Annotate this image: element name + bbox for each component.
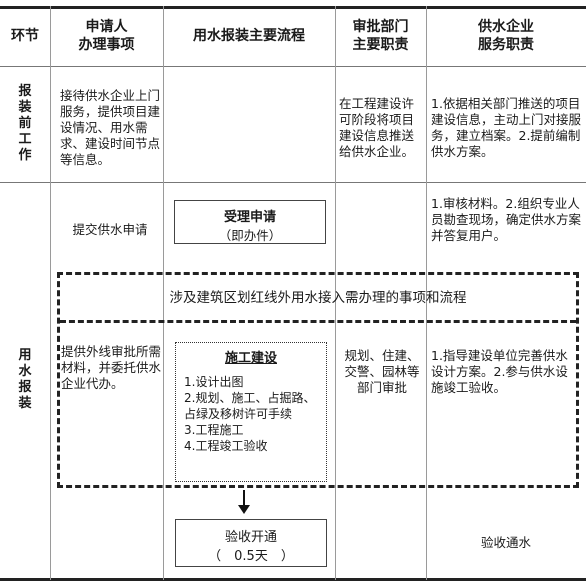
header-approval-line2: 主要职责 (352, 37, 409, 53)
stage-pre-char: 作 (18, 148, 32, 163)
red-line-frame (57, 272, 579, 488)
final-acceptance-box: 验收开通 （ 0.5天 ） (175, 519, 327, 567)
red-line-title: 涉及建筑区划红线外用水接入需办理的事项和流程 (169, 290, 467, 306)
red-line-title-divider (60, 320, 576, 323)
col-divider-3 (335, 6, 336, 580)
final-subtitle: （ 0.5天 ） (208, 549, 294, 564)
header-supplier-line1: 供水企业 (478, 19, 534, 35)
construction-box: 施工建设 1.设计出图 2.规划、施工、占掘路、占绿及移树许可手续 3.工程施工… (175, 342, 327, 482)
applicant-submit-text: 提交供水申请 (72, 222, 148, 237)
header-applicant-line1: 申请人 (85, 19, 128, 35)
accept-title: 受理申请 (223, 210, 276, 225)
applicant-outside-text: 提供外线审批所需材料，并委托供水企业代办。 (61, 344, 162, 391)
bottom-border (0, 578, 586, 581)
supplier-final-text: 验收通水 (480, 535, 531, 550)
top-border (0, 6, 586, 9)
construction-title: 施工建设 (224, 351, 277, 366)
header-stage: 环节 (11, 28, 39, 44)
header-approval-line1: 审批部门 (352, 19, 409, 35)
header-supplier: 供水企业服务职责 (426, 8, 586, 64)
pre-approval-text: 在工程建设许可阶段将项目建设信息推送给供水企业。 (339, 96, 415, 159)
stage-pre-char: 工 (18, 132, 32, 147)
header-applicant: 申请人办理事项 (50, 8, 163, 64)
header-flow: 用水报装主要流程 (193, 28, 305, 44)
supplier-review-text: 1.审核材料。2.组织专业人员勘查现场，确定供水方案并答复用户。 (431, 196, 582, 243)
section-divider (0, 182, 586, 183)
header-divider (0, 66, 586, 67)
stage-install: 用 水 报 装 (0, 182, 50, 578)
stage-install-char: 报 (18, 380, 32, 395)
stage-pre-char: 前 (18, 116, 32, 131)
col-divider-1 (50, 6, 51, 580)
down-arrow-icon (238, 490, 250, 514)
construction-items: 1.设计出图 2.规划、施工、占掘路、占绿及移树许可手续 3.工程施工 4.工程… (184, 375, 316, 453)
stage-install-char: 装 (18, 396, 32, 411)
stage-install-char: 用 (18, 348, 32, 363)
supplier-outside-text: 1.指导建设单位完善供水设计方案。2.参与供水设施竣工验收。 (431, 348, 568, 395)
accept-subtitle: （即办件） (218, 228, 282, 243)
header-supplier-line2: 服务职责 (478, 37, 534, 53)
stage-pre-char: 装 (18, 100, 32, 115)
accept-application-box: 受理申请 （即办件） (174, 200, 326, 244)
stage-pre-install: 报 装 前 工 作 (0, 66, 50, 182)
pre-applicant-text: 接待供水企业上门服务，提供项目建设情况、用水需求、建设时间节点等信息。 (60, 88, 161, 167)
approval-outside-text: 规划、住建、交警、园林等部门审批 (344, 348, 420, 395)
final-title: 验收开通 (224, 530, 277, 545)
header-applicant-line2: 办理事项 (78, 37, 135, 53)
col-divider-2 (163, 6, 164, 580)
stage-pre-char: 报 (18, 84, 32, 99)
header-approval: 审批部门主要职责 (335, 8, 426, 64)
col-divider-4 (426, 6, 427, 580)
pre-supplier-text: 1.依据相关部门推送的项目建设信息，主动上门对接服务，建立档案。2.提前编制供水… (431, 96, 582, 159)
stage-install-char: 水 (18, 364, 32, 379)
